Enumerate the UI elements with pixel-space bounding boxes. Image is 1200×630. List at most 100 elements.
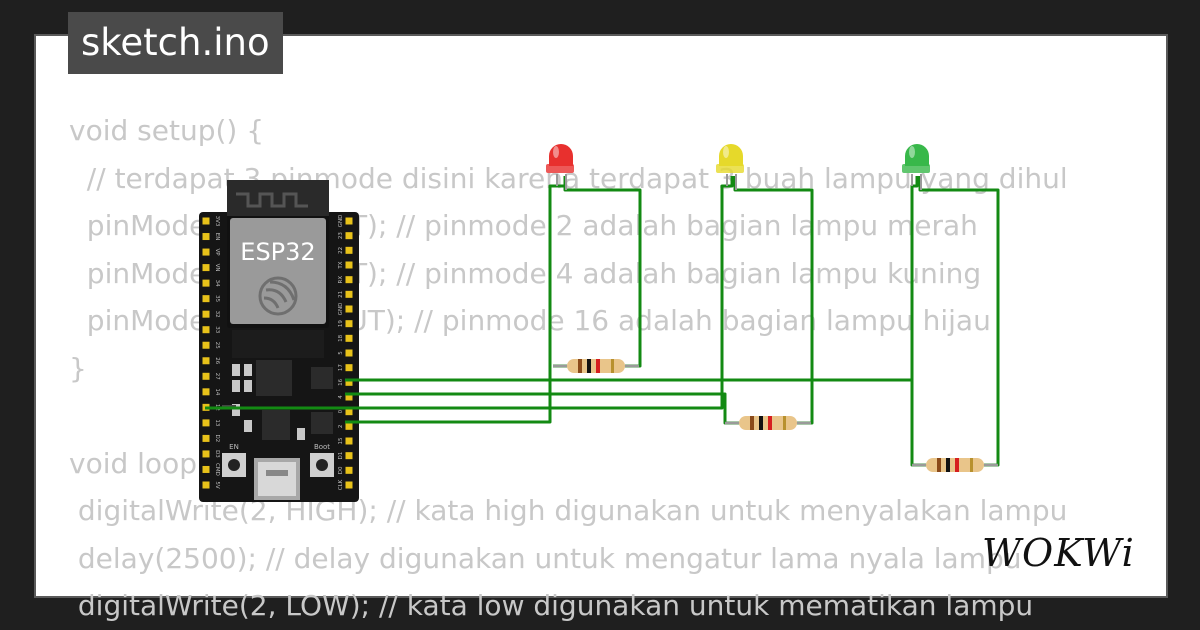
pin-33[interactable] [202,326,210,334]
wokwi-logo: WOKWi [982,531,1134,575]
wire-led-yellow-anode [733,176,814,425]
pin-label: 33 [214,326,220,333]
pin-21[interactable] [345,290,353,298]
boot-label: Boot [314,443,330,451]
pin-vn[interactable] [202,264,210,272]
code-line: digitalWrite(2, LOW); // kata low diguna… [69,589,1034,622]
pin-label: 15 [338,437,344,444]
pin-34[interactable] [202,279,210,287]
pin-27[interactable] [202,372,210,380]
code-editor: void setup() { // terdapat 3 pinmode dis… [69,107,1068,630]
pin-2[interactable] [345,422,353,430]
resistor-yellow[interactable] [725,416,811,430]
code-line: digitalWrite(2, HIGH); // kata high digu… [69,494,1068,527]
pin-5[interactable] [345,349,353,357]
en-button[interactable] [222,453,246,477]
led-yellow[interactable] [716,144,744,190]
pin-label: 21 [338,291,344,298]
pin-35[interactable] [202,295,210,303]
window-title: sketch.ino [68,12,283,74]
pin-label: 16 [338,378,344,385]
pin-16[interactable] [345,378,353,386]
pin-label: RX [338,276,344,284]
wire-led-green-gnd [910,176,919,408]
board-name: ESP32 [240,238,315,266]
pin-label: 26 [214,357,220,364]
pin-d3[interactable] [202,450,210,458]
pin-25[interactable] [202,341,210,349]
pin-label: EN [214,233,220,241]
pin-18[interactable] [345,334,353,342]
pin-label: 18 [338,334,344,341]
code-line: void setup() { [69,114,265,147]
en-label: EN [229,443,239,451]
pin-label: 35 [214,295,220,302]
pin-label: 5 [338,351,344,355]
antenna-trace-icon [236,192,308,208]
led-red[interactable] [546,144,574,190]
led-green[interactable] [902,144,930,190]
pin-0[interactable] [345,408,353,416]
pin-label: VP [214,249,220,257]
pin-vp[interactable] [202,248,210,256]
pin-label: TX [338,261,344,269]
pin-label: 32 [214,311,220,318]
pin-label: 5V [214,481,220,488]
pin-label: 25 [214,342,220,349]
pin-32[interactable] [202,310,210,318]
pin-label: CLK [338,479,344,490]
pin-22[interactable] [345,246,353,254]
pin-label: 14 [214,388,220,395]
pin-label: 3V3 [214,216,220,227]
resistor-red[interactable] [553,359,639,373]
pin-label: D2 [214,435,220,443]
pin-13[interactable] [202,419,210,427]
pin-label: GND [338,215,344,228]
resistor-green[interactable] [912,458,998,472]
pin-gnd[interactable] [345,217,353,225]
pin-tx[interactable] [345,261,353,269]
pin-label: 19 [338,320,344,327]
pin-label: D0 [338,466,344,474]
pin-label: D1 [338,452,344,460]
pin-label: VN [214,264,220,272]
pin-d0[interactable] [345,466,353,474]
code-line: } [69,351,87,385]
wire-led-green-anode [918,176,1000,467]
pin-rx[interactable] [345,276,353,284]
pin-label: CMD [214,463,220,476]
wire-led-yellow-gnd [345,176,734,410]
pin-23[interactable] [345,232,353,240]
pin-clk[interactable] [345,481,353,489]
pin-label: 13 [214,419,220,426]
pin-label: 4 [338,395,344,399]
pin-label: 2 [338,425,344,429]
esp32-board[interactable]: ESP32 EN Boot [199,180,359,502]
pin-cmd[interactable] [202,465,210,473]
pin-label: GND [338,303,344,316]
pin-17[interactable] [345,364,353,372]
pin-26[interactable] [202,357,210,365]
wire-led-red-gnd [345,176,567,424]
pin-d1[interactable] [345,452,353,460]
code-line: delay(2500); // delay digunakan untuk me… [69,541,1022,575]
pin-4[interactable] [345,393,353,401]
espressif-logo-icon [258,276,298,316]
pin-label: 27 [214,373,220,380]
pin-gnd[interactable] [345,305,353,313]
pin-d2[interactable] [202,434,210,442]
pin-5v[interactable] [202,481,210,489]
pin-15[interactable] [345,437,353,445]
pin-label: D3 [214,450,220,458]
pin-label: 34 [214,280,220,287]
pin-label: 23 [338,232,344,239]
pin-19[interactable] [345,320,353,328]
pin-en[interactable] [202,233,210,241]
pin-3v3[interactable] [202,217,210,225]
boot-button[interactable] [310,453,334,477]
preview-card: void setup() { // terdapat 3 pinmode dis… [34,34,1168,622]
pin-14[interactable] [202,388,210,396]
wire-led-red-anode [563,176,642,368]
